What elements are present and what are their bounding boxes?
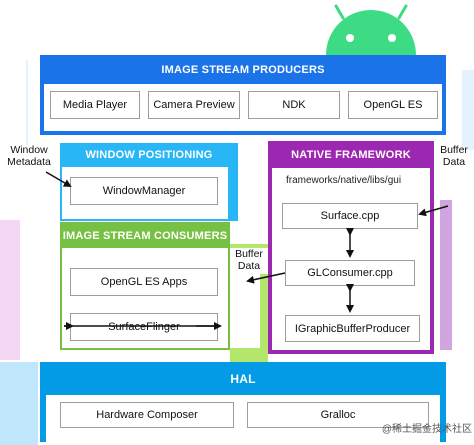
consumers-title: IMAGE STREAM CONSUMERS	[62, 230, 228, 242]
producer-camera-preview: Camera Preview	[148, 91, 240, 119]
producer-ndk: NDK	[248, 91, 340, 119]
surfaceflinger-box: SurfaceFlinger	[70, 313, 218, 341]
buffer-data-mid-line2: Data	[237, 260, 261, 272]
native-framework-path: frameworks/native/libs/gui	[286, 175, 402, 186]
hal-title: HAL	[230, 372, 256, 386]
left-blue-band	[0, 362, 38, 445]
igraphicbufferproducer-box: IGraphicBufferProducer	[285, 315, 420, 342]
window-positioning-title: WINDOW POSITIONING	[85, 149, 213, 161]
left-purple-band	[0, 220, 20, 360]
buffer-data-right-arrow	[418, 205, 449, 217]
right-purple-band	[440, 200, 452, 350]
glconsumer-to-consumers-arrow	[246, 272, 286, 284]
gralloc-box: Gralloc	[247, 402, 429, 428]
buffer-data-mid-line1: Buffer	[235, 248, 263, 260]
window-metadata-arrow	[45, 171, 72, 188]
right-blue-strip	[462, 70, 474, 150]
window-metadata-line1: Window	[10, 144, 48, 156]
producer-media-player: Media Player	[50, 91, 140, 119]
watermark: @稀土掘金技术社区	[381, 424, 472, 435]
opengl-es-apps-box: OpenGL ES Apps	[70, 268, 218, 296]
left-border-line	[26, 60, 28, 145]
buffer-data-right-label: Buffer Data	[434, 144, 474, 170]
buffer-data-mid-label: Buffer Data	[230, 248, 268, 274]
glconsumer-cpp-box: GLConsumer.cpp	[285, 260, 415, 286]
producer-opengl-es: OpenGL ES	[348, 91, 438, 119]
native-framework-title: NATIVE FRAMEWORK	[291, 149, 411, 161]
window-metadata-label: Window Metadata	[0, 144, 58, 170]
buffer-data-right-line2: Data	[442, 156, 466, 168]
window-manager-box: WindowManager	[70, 177, 218, 205]
hardware-composer-box: Hardware Composer	[60, 402, 234, 428]
producers-title: IMAGE STREAM PRODUCERS	[161, 64, 325, 76]
window-metadata-line2: Metadata	[7, 156, 51, 168]
buffer-data-right-line1: Buffer	[440, 144, 468, 156]
